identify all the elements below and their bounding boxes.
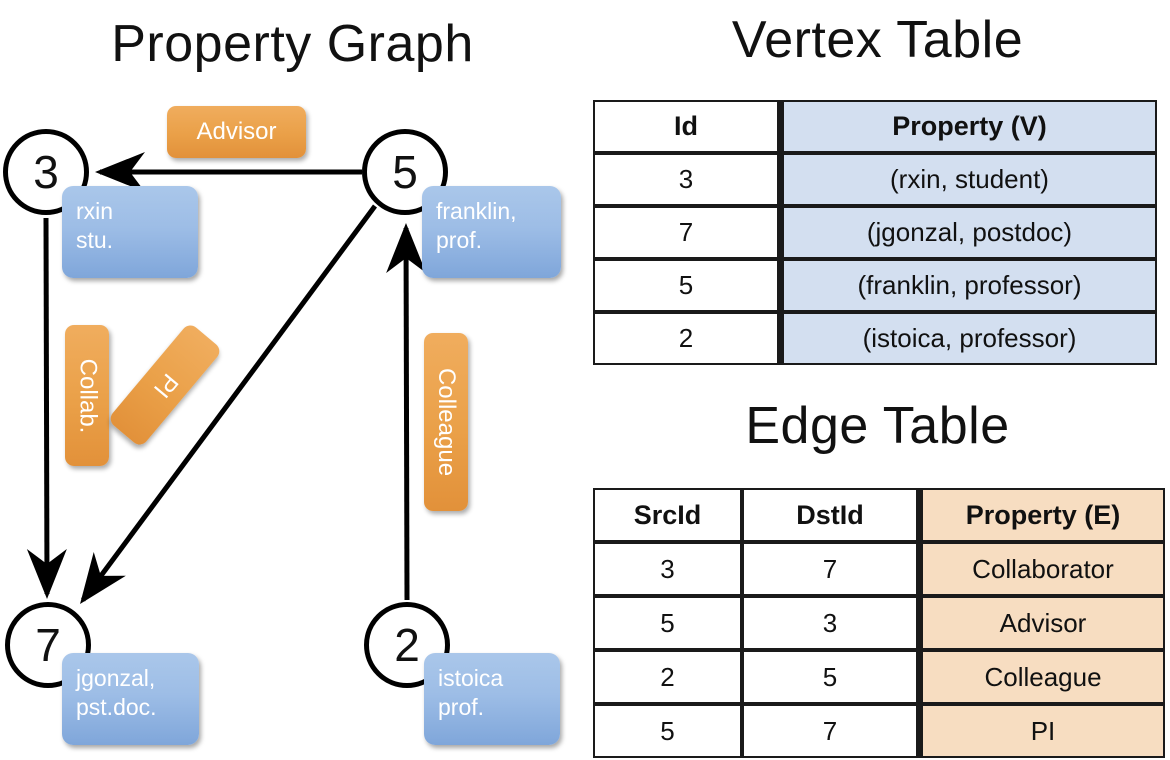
edge-cell-property: PI [918, 704, 1165, 758]
edge-cell-dstid: 5 [742, 650, 918, 704]
page-title-vertex-table: Vertex Table [731, 11, 1024, 69]
vertex-header-property: Property (V) [779, 100, 1157, 153]
property-graph-panel: Property Graph 3 5 7 2 rxin stu. frankli… [3, 15, 561, 745]
edge-cell-srcid: 5 [593, 704, 742, 758]
node-property-box-5: franklin, prof. [422, 186, 561, 278]
vertex-table: Id Property (V) 3 (rxin, student) 7 (jgo… [593, 100, 1157, 365]
edge-cell-srcid: 5 [593, 596, 742, 650]
edge-3-to-7 [26, 217, 67, 599]
node-property-line-2: prof. [438, 694, 485, 721]
node-property-box-2: istoica prof. [424, 653, 560, 745]
edge-cell-property: Advisor [918, 596, 1165, 650]
table-header-row: SrcId DstId Property (E) [593, 488, 1165, 542]
table-row: 2 5 Colleague [593, 650, 1165, 704]
edge-cell-dstid: 7 [742, 704, 918, 758]
node-property-line-2: prof. [436, 227, 483, 254]
node-property-line-1: rxin [76, 198, 114, 224]
edge-label-text: Collab. [74, 358, 101, 433]
node-property-line-2: stu. [76, 227, 114, 254]
vertex-cell-id: 2 [593, 312, 779, 365]
vertex-cell-property: (jgonzal, postdoc) [779, 206, 1157, 259]
edge-cell-srcid: 2 [593, 650, 742, 704]
node-property-line-1: franklin, [436, 198, 517, 224]
node-property-line-1: istoica [438, 665, 504, 691]
page-title-property-graph: Property Graph [111, 15, 474, 73]
vertex-cell-property: (istoica, professor) [779, 312, 1157, 365]
edge-5-to-7 [80, 204, 378, 605]
page-title-edge-table: Edge Table [745, 397, 1010, 455]
edge-header-srcid: SrcId [593, 488, 742, 542]
edge-label-advisor: Advisor [167, 106, 306, 158]
table-row: 3 (rxin, student) [593, 153, 1157, 206]
graph-node-2[interactable]: 2 [364, 602, 450, 688]
edge-cell-dstid: 7 [742, 542, 918, 596]
table-row: 7 (jgonzal, postdoc) [593, 206, 1157, 259]
table-header-row: Id Property (V) [593, 100, 1157, 153]
vertex-header-id: Id [593, 100, 779, 153]
node-property-box-3: rxin stu. [62, 186, 198, 278]
edge-header-dstid: DstId [742, 488, 918, 542]
table-row: 3 7 Collaborator [593, 542, 1165, 596]
edge-cell-property: Collaborator [918, 542, 1165, 596]
vertex-cell-id: 3 [593, 153, 779, 206]
table-row: 5 3 Advisor [593, 596, 1165, 650]
edge-cell-property: Colleague [918, 650, 1165, 704]
vertex-cell-property: (rxin, student) [779, 153, 1157, 206]
edge-cell-srcid: 3 [593, 542, 742, 596]
vertex-cell-property: (franklin, professor) [779, 259, 1157, 312]
edge-2-to-5 [386, 223, 427, 601]
node-property-line-1: jgonzal, [76, 665, 156, 691]
vertex-cell-id: 5 [593, 259, 779, 312]
table-row: 2 (istoica, professor) [593, 312, 1157, 365]
edge-cell-dstid: 3 [742, 596, 918, 650]
edge-header-property: Property (E) [918, 488, 1165, 542]
edge-label-text: Advisor [196, 118, 277, 145]
node-property-line-2: pst.doc. [76, 694, 157, 721]
edge-label-colleague: Colleague [424, 333, 468, 511]
node-property-box-7: jgonzal, pst.doc. [62, 653, 199, 745]
graph-node-5[interactable]: 5 [362, 129, 448, 215]
edge-label-text: Colleague [433, 367, 460, 477]
table-row: 5 7 PI [593, 704, 1165, 758]
graph-edges-svg [26, 152, 427, 605]
edge-label-collab: Collab. [65, 325, 109, 466]
edge-label-text: PI [147, 367, 184, 403]
vertex-cell-id: 7 [593, 206, 779, 259]
edge-table: SrcId DstId Property (E) 3 7 Collaborato… [593, 488, 1165, 758]
table-row: 5 (franklin, professor) [593, 259, 1157, 312]
